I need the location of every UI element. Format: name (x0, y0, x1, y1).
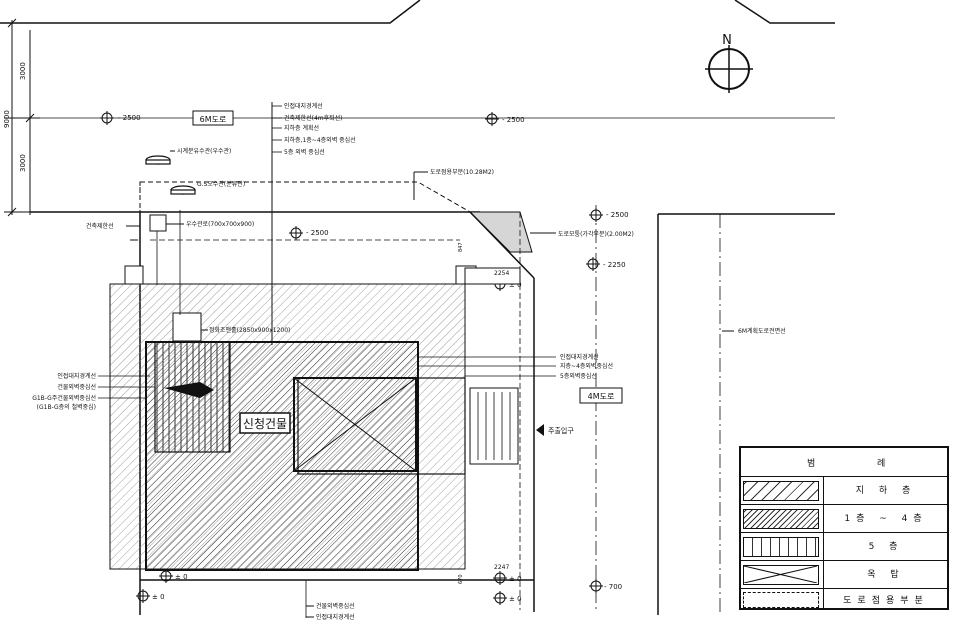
legend-header-left: 범 (807, 459, 816, 469)
callout-top-2: 건축제한선(4m후퇴선) (284, 114, 343, 122)
road-boundary-top-right (734, 0, 835, 24)
legend-label-floors-1-4: 1층 ~ 4층 (844, 514, 928, 524)
callout-top-5: 5층 외벽 중심선 (284, 148, 325, 156)
level-0-e: ± 0 (152, 593, 165, 601)
callout-top-3: 지하층 계획선 (284, 124, 319, 132)
note-rain-tank: 우수관로(700x700x900) (186, 220, 254, 228)
north-arrow-icon (705, 45, 753, 93)
dim-847: 847 (458, 242, 464, 252)
legend-label-floor-5: 5 층 (868, 542, 904, 552)
note-sewer-1: 시계분유수관(우수관) (177, 147, 231, 155)
callout-right-1: 인접대지경계선 (560, 353, 599, 361)
dim-3000-bottom: 3000 (19, 154, 27, 172)
north-label: N (722, 33, 732, 48)
level-0-c: ± 0 (509, 575, 522, 583)
note-sewer-2: G.S오수관(분류관) (197, 180, 245, 188)
legend-label-basement: 지 하 층 (855, 486, 917, 496)
level-2500-c: - 2500 (306, 229, 329, 237)
manhole-icon (145, 155, 196, 195)
top-callouts (272, 105, 282, 153)
legend-header: 범 례 (741, 448, 947, 476)
callout-bottom-1: 건물외벽중심선 (316, 602, 355, 610)
legend-row-basement: 지 하 층 (741, 476, 947, 505)
legend-label-road-part: 도로점용부분 (843, 596, 929, 606)
road-6m-label: 6M도로 (200, 115, 227, 124)
main-entrance-label: 주출입구 (548, 426, 574, 435)
note-road-corner: 도로모퉁(가각부분)(2.00M2) (558, 230, 634, 238)
legend-row-floor-5: 5 층 (741, 532, 947, 561)
level-2500-a: - 2500 (118, 114, 141, 122)
level-0-a: ± 0 (509, 281, 522, 289)
swatch-floors-1-4 (743, 509, 819, 529)
planned-road-line-label: 6M계획도로전면선 (738, 327, 786, 335)
building-label: 신청건물 (243, 417, 287, 431)
legend-row-road-part: 도로점용부분 (741, 588, 947, 610)
legend: 범 례 지 하 층 1층 ~ 4층 5 층 옥 탑 도로점용부분 (739, 446, 949, 610)
legend-row-floors-1-4: 1층 ~ 4층 (741, 504, 947, 533)
callout-left-4: (G1B-G층의 철벽중심) (37, 403, 96, 411)
callout-bottom-2: 인접대지경계선 (316, 613, 355, 621)
road-4m-label: 4M도로 (588, 392, 615, 401)
level-0-b: ± 0 (175, 573, 188, 581)
note-building-line: 건축제한선 (86, 222, 114, 230)
corner-cut-line (469, 211, 535, 279)
dim-2254: 2254 (494, 270, 509, 277)
legend-label-rooftop: 옥 탑 (867, 570, 905, 580)
callout-right-2: 지층~4층외벽중심선 (560, 362, 613, 370)
level-2500-d: - 2500 (606, 211, 629, 219)
level-2250: - 2250 (603, 261, 626, 269)
callout-right-3: 5층외벽중심선 (560, 372, 597, 380)
entrance-arrow-icon (536, 424, 544, 436)
callout-left-1: 인접대지경계선 (57, 372, 96, 380)
level-2500-b: - 2500 (502, 116, 525, 124)
callout-top-4: 지하층,1층~4층외벽 중심선 (284, 136, 356, 144)
building-floor-5 (154, 341, 231, 453)
level-0-d: ± 0 (509, 595, 522, 603)
note-road-part: 도로점용부분(10.28M2) (430, 169, 494, 176)
note-septic: 정화조맨홀(2850x900x1200) (209, 326, 290, 334)
swatch-rooftop (743, 565, 819, 585)
swatch-road-part (743, 592, 819, 608)
dim-3000-top: 3000 (19, 62, 27, 80)
swatch-floor-5 (743, 537, 819, 557)
swatch-basement (743, 481, 819, 501)
vertical-dimension (4, 18, 40, 217)
road-boundary-top (0, 0, 421, 24)
legend-row-rooftop: 옥 탑 (741, 560, 947, 589)
dim-2247: 2247 (494, 564, 509, 571)
dim-9000: 9000 (3, 110, 11, 128)
callout-left-2: 건물외벽중심선 (57, 383, 96, 391)
legend-header-right: 례 (877, 459, 886, 469)
callout-top-1: 인접대지경계선 (284, 102, 323, 110)
level-700: - 700 (604, 583, 622, 591)
callout-left-3: G1B-G주건물외벽중심선 (32, 394, 96, 402)
dim-670: 670 (458, 574, 464, 584)
